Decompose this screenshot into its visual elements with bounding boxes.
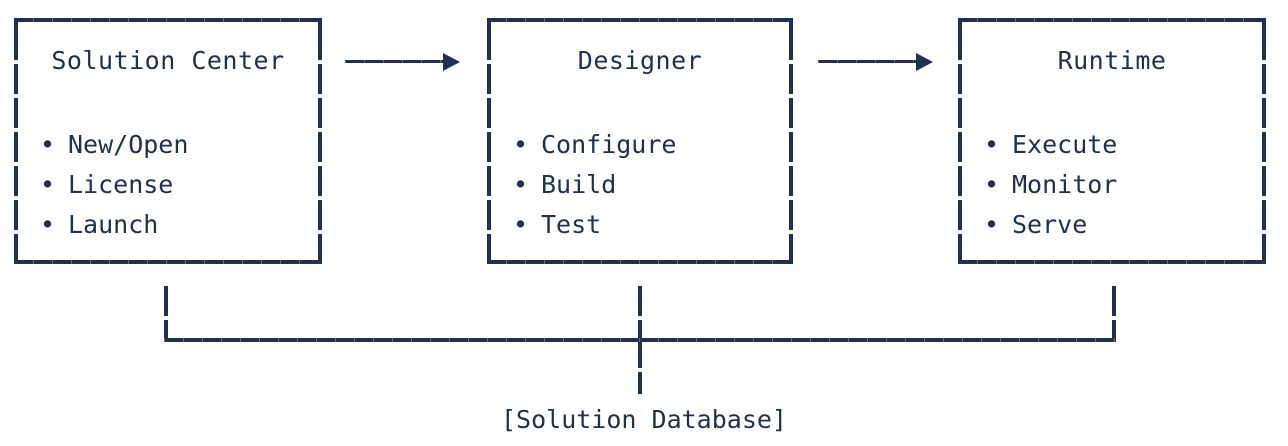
- box-border-right: [1262, 30, 1266, 252]
- list-item-label: New/Open: [68, 130, 189, 159]
- stage-title-solution-center: Solution Center: [51, 46, 285, 75]
- box-border-left: [487, 30, 491, 252]
- list-item[interactable]: • Configure: [513, 125, 676, 165]
- box-border-left-corner-bottom: [14, 252, 18, 264]
- list-item[interactable]: • Monitor: [984, 165, 1117, 205]
- arrow-head-icon: [443, 52, 460, 71]
- box-border-left: [14, 30, 18, 252]
- list-item[interactable]: • Launch: [40, 205, 188, 245]
- arrow-head-icon: [916, 52, 933, 71]
- box-border-right-corner-bottom: [1262, 252, 1266, 264]
- box-border-right-corner-top: [789, 18, 793, 30]
- bullet-icon: •: [984, 130, 1000, 159]
- box-border-bottom: [14, 260, 322, 264]
- list-item-label: Test: [541, 210, 602, 239]
- bullet-icon: •: [984, 170, 1000, 199]
- box-border-right-corner-top: [318, 18, 322, 30]
- db-drop-line-left: [164, 286, 168, 326]
- box-border-right-corner-bottom: [318, 252, 322, 264]
- list-item[interactable]: • Build: [513, 165, 676, 205]
- bullet-icon: •: [40, 210, 56, 239]
- db-drop-line-right: [1112, 286, 1116, 326]
- box-border-left-corner-top: [487, 18, 491, 30]
- solution-database-label[interactable]: [Solution Database]: [501, 405, 787, 434]
- list-item[interactable]: • New/Open: [40, 125, 188, 165]
- bullet-icon: •: [40, 170, 56, 199]
- stage-box-solution-center[interactable]: Solution Center • New/Open • License • Laun…: [14, 18, 322, 264]
- list-item-label: Launch: [68, 210, 159, 239]
- box-border-right: [789, 30, 793, 252]
- list-item-label: Serve: [1012, 210, 1088, 239]
- box-border-left-corner-bottom: [958, 252, 962, 264]
- bullet-icon: •: [513, 210, 529, 239]
- list-item[interactable]: • Execute: [984, 125, 1117, 165]
- box-border-right: [318, 30, 322, 252]
- stage-box-runtime[interactable]: Runtime • Execute • Monitor • Serve: [958, 18, 1266, 264]
- bullet-icon: •: [984, 210, 1000, 239]
- box-border-left-corner-top: [14, 18, 18, 30]
- arrow-shaft: [345, 60, 445, 63]
- arrow-shaft: [818, 60, 918, 63]
- list-item[interactable]: • Serve: [984, 205, 1117, 245]
- list-item-label: Monitor: [1012, 170, 1118, 199]
- db-drop-corner-right: [1112, 326, 1116, 342]
- list-item-label: License: [68, 170, 174, 199]
- box-border-top: [14, 18, 322, 22]
- box-border-right-corner-top: [1262, 18, 1266, 30]
- stage-item-list-runtime: • Execute • Monitor • Serve: [984, 125, 1117, 245]
- box-border-bottom: [487, 260, 793, 264]
- box-border-top: [487, 18, 793, 22]
- list-item-label: Build: [541, 170, 617, 199]
- box-border-right-corner-bottom: [789, 252, 793, 264]
- db-drop-line-center-lower: [638, 338, 642, 394]
- stage-item-list-designer: • Configure • Build • Test: [513, 125, 676, 245]
- list-item[interactable]: • Test: [513, 205, 676, 245]
- bullet-icon: •: [40, 130, 56, 159]
- list-item-label: Configure: [541, 130, 677, 159]
- bullet-icon: •: [513, 170, 529, 199]
- list-item[interactable]: • License: [40, 165, 188, 205]
- box-border-left-corner-top: [958, 18, 962, 30]
- box-border-top: [958, 18, 1266, 22]
- list-item-label: Execute: [1012, 130, 1118, 159]
- db-drop-line-center-upper: [638, 286, 642, 338]
- stage-item-list-solution-center: • New/Open • License • Launch: [40, 125, 188, 245]
- box-border-left-corner-bottom: [487, 252, 491, 264]
- stage-title-designer: Designer: [577, 46, 703, 75]
- db-drop-corner-left: [164, 326, 168, 342]
- stage-title-runtime: Runtime: [1057, 46, 1167, 75]
- bullet-icon: •: [513, 130, 529, 159]
- db-bus-line: [164, 338, 1116, 342]
- box-border-left: [958, 30, 962, 252]
- stage-box-designer[interactable]: Designer • Configure • Build • Test: [487, 18, 793, 264]
- box-border-bottom: [958, 260, 1266, 264]
